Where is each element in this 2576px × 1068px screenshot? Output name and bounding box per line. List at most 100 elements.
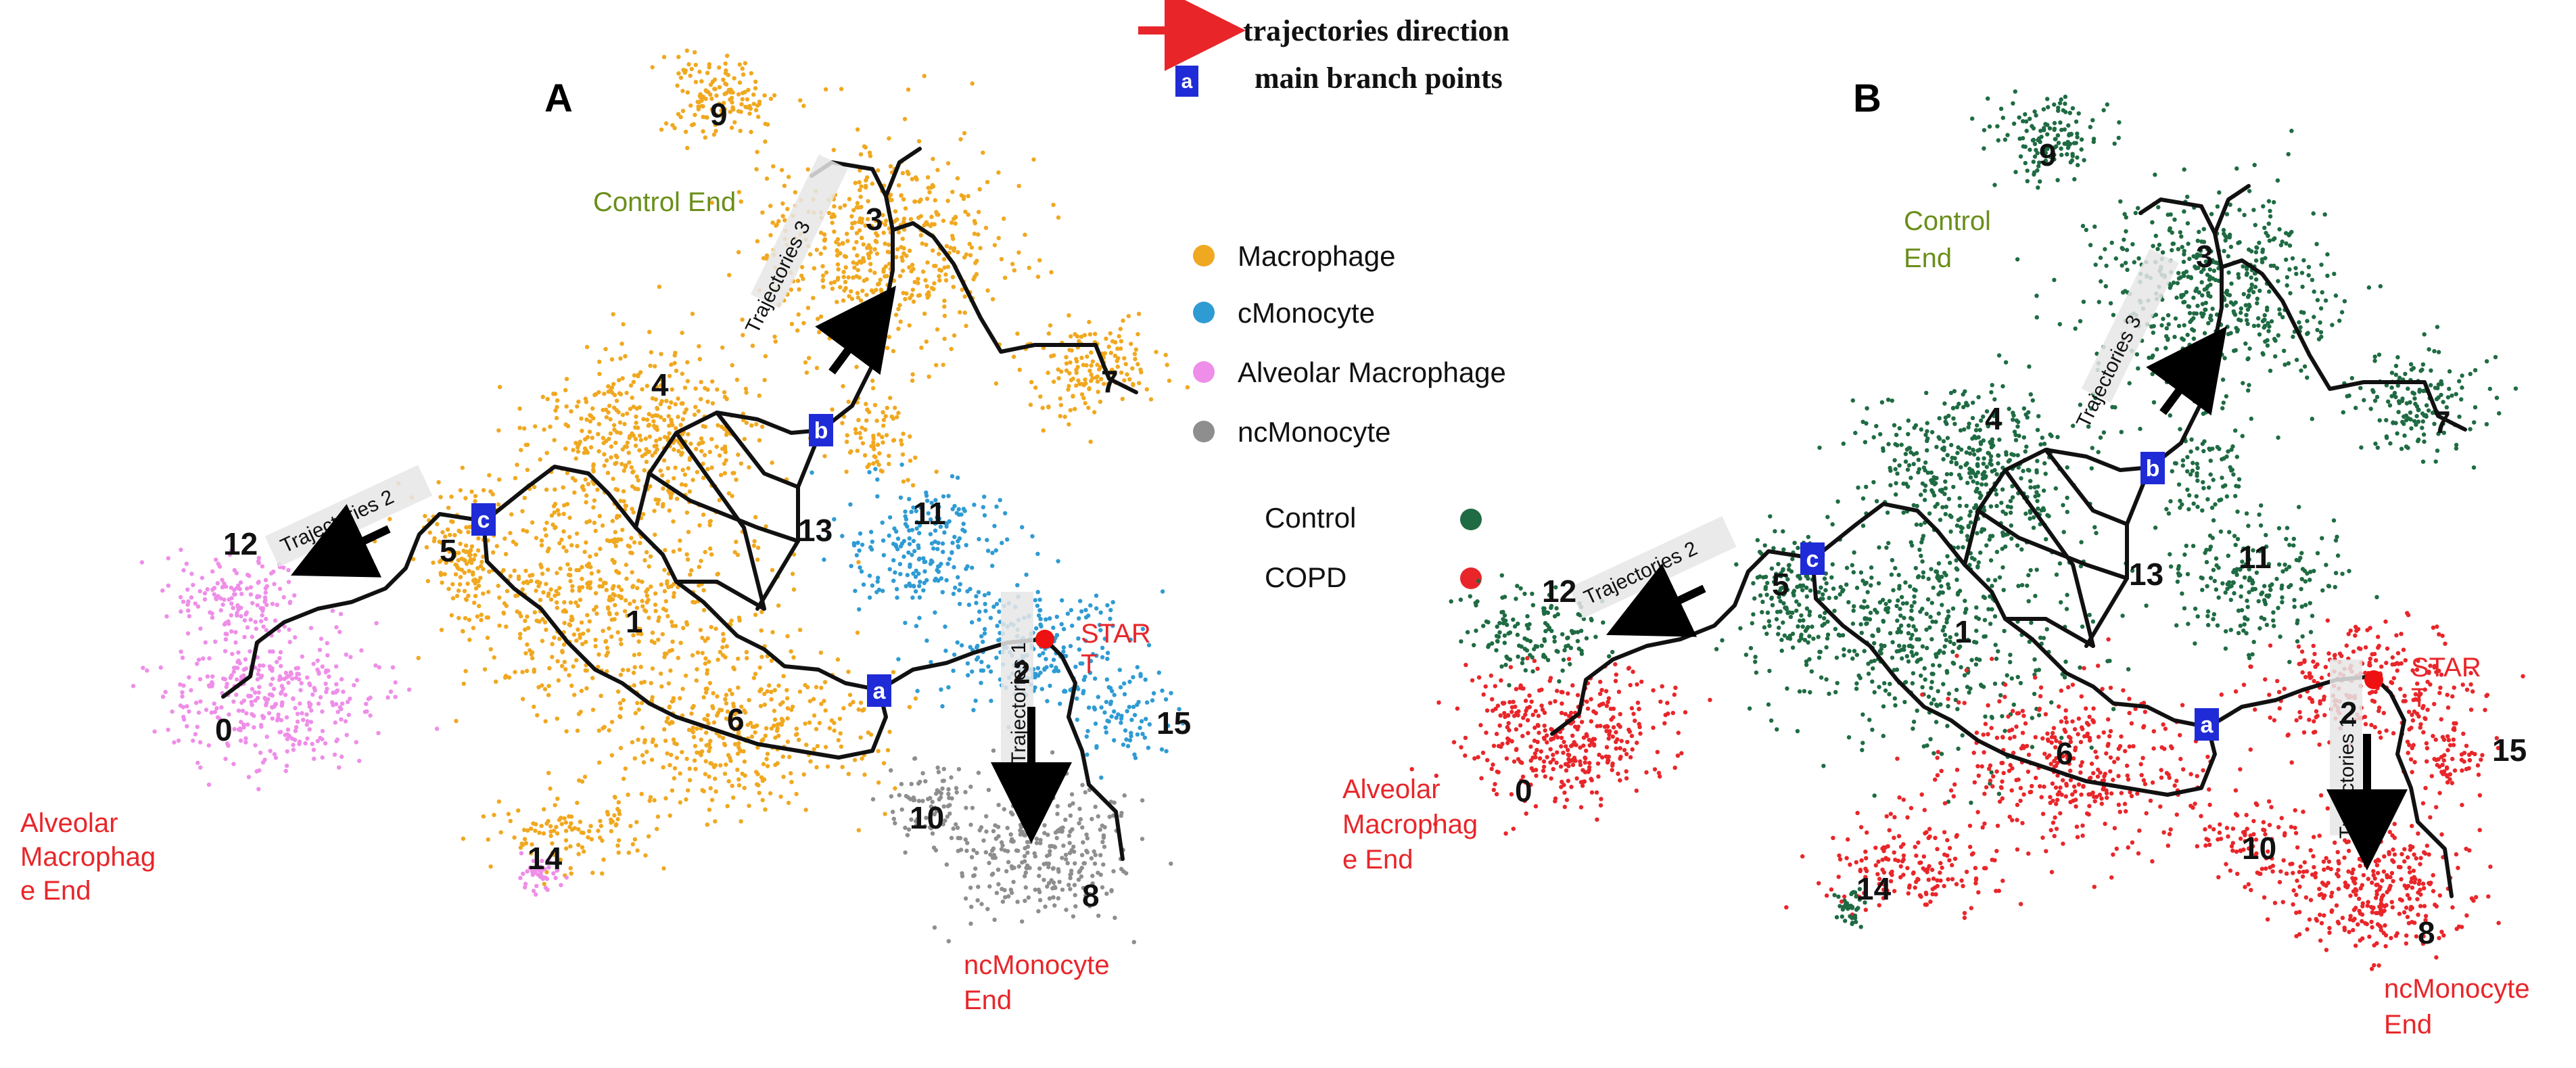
- cell-dot: [586, 585, 590, 590]
- cell-dot: [2226, 270, 2231, 275]
- cell-dot: [388, 689, 394, 694]
- cell-dot: [266, 711, 272, 716]
- cell-dot: [614, 611, 619, 616]
- cell-dot: [512, 568, 517, 573]
- cell-dot: [1102, 710, 1107, 715]
- cell-dot: [261, 715, 266, 720]
- cell-dot: [631, 670, 636, 675]
- cell-dot: [608, 417, 613, 422]
- cell-dot: [868, 317, 872, 323]
- cell-dot: [717, 85, 722, 90]
- cell-dot: [2454, 442, 2459, 447]
- cell-dot: [259, 724, 264, 729]
- cell-dot: [592, 607, 596, 612]
- cell-dot: [976, 210, 981, 214]
- cell-dot: [2420, 419, 2425, 424]
- cell-dot: [653, 609, 658, 613]
- cell-dot: [732, 550, 737, 555]
- cell-dot: [623, 354, 628, 358]
- cell-dot: [1093, 804, 1098, 810]
- cell-dot: [690, 478, 695, 482]
- cell-dot: [609, 455, 613, 460]
- cell-dot: [1071, 394, 1075, 398]
- cell-dot: [968, 253, 973, 258]
- cell-dot: [618, 672, 624, 677]
- cell-dot: [640, 580, 645, 584]
- cell-dot: [1010, 839, 1015, 844]
- cell-dot: [1067, 841, 1072, 845]
- cell-dot: [604, 458, 609, 463]
- cell-dot: [2229, 281, 2234, 286]
- cell-dot: [574, 638, 579, 643]
- cell-dot: [640, 599, 645, 603]
- cell-dot: [249, 699, 254, 705]
- cell-dot: [449, 494, 454, 499]
- cell-dot: [1121, 681, 1127, 686]
- cell-dot: [2187, 342, 2192, 347]
- cell-dot: [843, 254, 849, 259]
- cell-dot: [2249, 275, 2253, 280]
- cell-dot: [637, 405, 642, 410]
- cell-dot: [628, 550, 633, 555]
- cell-dot: [822, 232, 827, 237]
- cell-dot: [1008, 832, 1013, 837]
- cell-dot: [933, 610, 937, 615]
- cell-dot: [553, 593, 557, 598]
- cell-dot: [839, 87, 844, 91]
- cell-dot: [591, 416, 596, 421]
- cell-dot: [2034, 315, 2039, 320]
- cell-dot: [908, 296, 912, 300]
- cell-dot: [243, 666, 248, 671]
- cell-dot: [848, 502, 853, 507]
- cell-dot: [774, 223, 779, 227]
- cell-dot: [431, 538, 437, 544]
- cell-dot: [1095, 379, 1100, 384]
- cell-dot: [1037, 873, 1041, 879]
- cell-dot: [557, 818, 562, 822]
- cell-dot: [256, 690, 261, 695]
- cell-dot: [650, 396, 655, 401]
- cell-dot: [828, 281, 834, 285]
- cell-dot: [713, 626, 718, 631]
- cell-dot: [990, 297, 996, 302]
- cell-dot: [987, 884, 992, 889]
- cell-dot: [270, 666, 275, 671]
- cell-dot: [934, 210, 939, 214]
- cell-dot: [1996, 138, 2000, 143]
- cell-dot: [659, 399, 664, 404]
- cell-dot: [2195, 286, 2199, 291]
- cell-dot: [2121, 290, 2126, 295]
- cell-dot: [2330, 323, 2335, 327]
- cell-dot: [870, 181, 875, 186]
- cell-dot: [2358, 386, 2363, 390]
- cell-dot: [959, 643, 964, 648]
- cell-dot: [717, 65, 722, 70]
- cell-dot: [903, 850, 908, 855]
- cell-dot: [1037, 608, 1043, 613]
- cell-dot: [951, 826, 956, 831]
- cell-dot: [1090, 816, 1094, 822]
- cell-dot: [547, 666, 552, 671]
- cell-dot: [630, 584, 635, 589]
- cell-dot: [1908, 475, 1913, 480]
- cell-dot: [1030, 534, 1035, 538]
- cell-dot: [989, 699, 993, 703]
- cell-dot: [534, 588, 538, 593]
- cell-dot: [1035, 275, 1041, 279]
- cell-dot: [976, 232, 981, 237]
- cell-dot: [2190, 327, 2195, 332]
- cell-dot: [760, 779, 766, 783]
- cell-dot: [252, 714, 256, 718]
- cell-dot: [609, 357, 615, 362]
- cell-dot: [2273, 354, 2278, 359]
- cell-dot: [695, 667, 699, 672]
- cell-dot: [160, 588, 165, 593]
- cell-dot: [2432, 349, 2437, 354]
- cell-dot: [481, 591, 486, 596]
- cell-dot: [692, 413, 697, 417]
- cell-dot: [856, 540, 860, 545]
- cell-dot: [672, 590, 676, 596]
- cell-dot: [688, 73, 693, 78]
- cell-dot: [617, 420, 623, 425]
- cell-dot: [687, 778, 693, 783]
